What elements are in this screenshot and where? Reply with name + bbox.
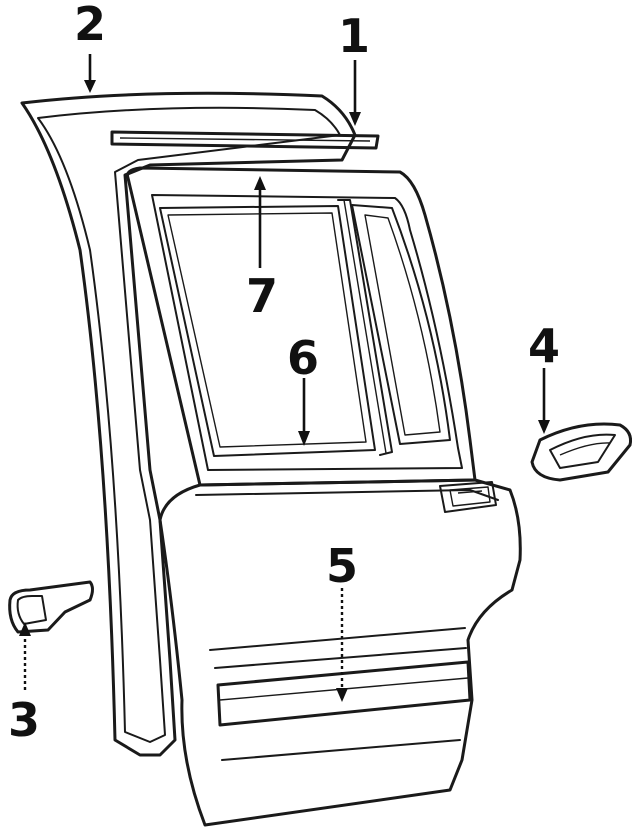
- part-4-handle: [530, 422, 632, 482]
- callout-7: 7: [246, 269, 278, 323]
- part-5-door-shell: [158, 478, 522, 827]
- callout-6: 6: [287, 331, 319, 385]
- callout-5: 5: [326, 539, 358, 593]
- part-2-door-weatherstrip: [20, 91, 357, 757]
- callout-3: 3: [8, 693, 40, 747]
- callout-1: 1: [338, 9, 370, 63]
- part-3-bracket: [8, 580, 94, 634]
- callout-2: 2: [74, 0, 106, 51]
- leader-lines: [19, 54, 550, 702]
- callout-4: 4: [528, 319, 560, 373]
- part-1-belt-molding: [110, 130, 380, 150]
- part-7-window-frame: [126, 166, 477, 487]
- callout-labels: 2 1 7 6 4 5 3: [8, 0, 560, 747]
